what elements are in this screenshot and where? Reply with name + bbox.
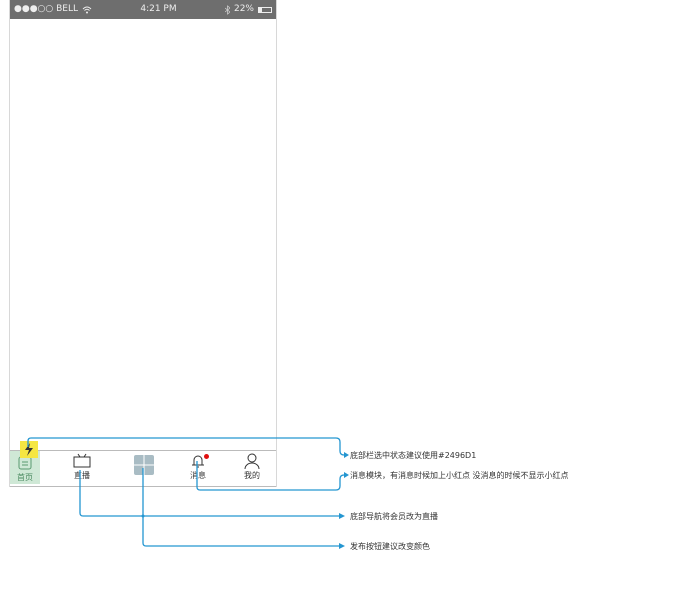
connector-3 [79,470,340,517]
connector-2 [196,461,345,491]
time: 4:21 PM [140,4,177,14]
tab-label: 我的 [244,471,260,480]
unread-badge [204,454,209,459]
sticky-note-icon [20,441,38,458]
wifi-icon [82,6,92,13]
bluetooth-icon [224,4,230,15]
person-icon [244,453,260,469]
tv-icon [73,453,91,468]
battery-icon [257,6,272,13]
junction-dot [141,514,145,518]
tab-profile[interactable]: 我的 [232,453,272,481]
publish-button[interactable] [124,455,164,475]
publish-grid-icon [134,455,154,475]
battery-percent: 22% [233,4,254,14]
carrier: ●●●○○ BELL [14,4,79,14]
arrowhead-4 [339,543,345,549]
arrowhead-2 [344,472,349,478]
phone-frame: ●●●○○ BELL 4:21 PM 22% 首页 直播 消息 我的 [9,0,277,487]
tab-live[interactable]: 直播 [62,453,102,481]
connector-1 [27,437,345,456]
connector-4 [142,468,340,547]
annotation-nav-live: 底部导航将会员改为直播 [350,512,438,521]
arrowhead-1 [344,452,349,458]
tab-label: 首页 [17,473,33,482]
annotation-publish-color: 发布按钮建议改变颜色 [350,542,430,551]
annotation-message-badge: 消息模块，有消息时候加上小红点 没消息的时候不显示小红点 [350,471,569,480]
arrowhead-3 [339,513,345,519]
annotation-selected-color: 底部栏选中状态建议使用#2496D1 [350,451,477,460]
status-bar: ●●●○○ BELL 4:21 PM 22% [10,0,276,19]
tab-label: 直播 [74,471,90,480]
tab-label: 消息 [190,471,206,480]
